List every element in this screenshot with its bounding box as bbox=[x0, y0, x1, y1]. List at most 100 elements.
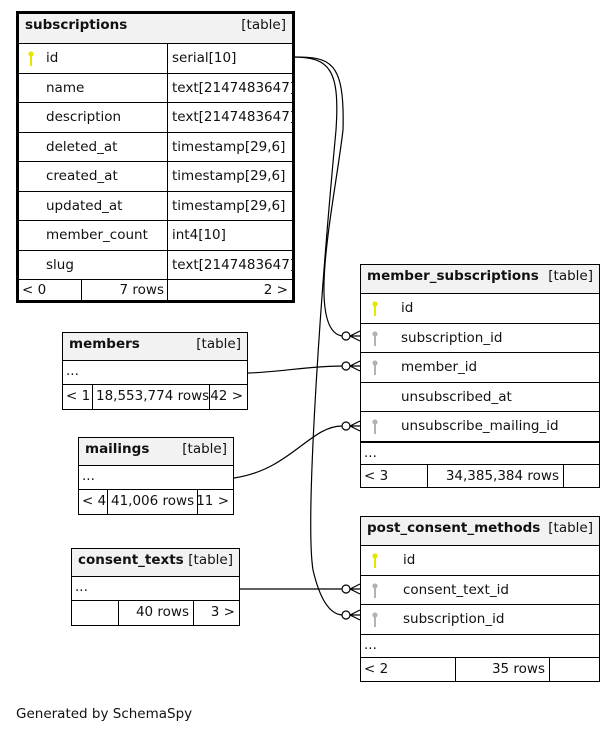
table-tag: [table] bbox=[241, 17, 286, 33]
row-count: 35 rows bbox=[491, 661, 545, 677]
ellipsis: ... bbox=[364, 445, 377, 461]
children-count[interactable]: 3 > bbox=[210, 604, 235, 620]
column-name: id bbox=[46, 50, 59, 66]
column-type: text[2147483647] bbox=[172, 80, 296, 96]
table-name: post_consent_methods bbox=[367, 520, 541, 536]
column-type: text[2147483647] bbox=[172, 109, 296, 125]
column-row[interactable]: description text[2147483647] bbox=[19, 102, 296, 132]
column-type: serial[10] bbox=[172, 50, 237, 66]
parents-count[interactable]: < 0 bbox=[22, 282, 47, 298]
table-name: subscriptions bbox=[25, 17, 128, 33]
foreign-key-icon bbox=[372, 583, 378, 598]
column-type: timestamp[29,6] bbox=[172, 168, 286, 184]
table-footer: < 2 35 rows bbox=[361, 657, 599, 681]
column-name: consent_text_id bbox=[403, 582, 509, 598]
table-header: mailings [table] bbox=[79, 438, 233, 465]
column-name: name bbox=[46, 80, 85, 96]
table-header: member_subscriptions [table] bbox=[361, 265, 599, 293]
children-count[interactable]: 42 > bbox=[210, 388, 243, 404]
primary-key-icon bbox=[372, 553, 378, 568]
link-subscriptions-post-consent-methods bbox=[292, 56, 343, 616]
link-subscriptions-member-subscriptions bbox=[292, 56, 344, 337]
crowfoot-post-subscription-id bbox=[341, 609, 361, 621]
more-columns[interactable]: ... bbox=[361, 634, 599, 657]
parents-count[interactable]: < 4 bbox=[82, 493, 107, 509]
column-name: member_id bbox=[401, 359, 478, 375]
table-subscriptions[interactable]: subscriptions [table] id serial[10] name… bbox=[16, 11, 295, 303]
column-row[interactable]: id bbox=[361, 293, 599, 323]
children-count[interactable]: 11 > bbox=[196, 493, 229, 509]
column-row[interactable]: deleted_at timestamp[29,6] bbox=[19, 132, 292, 161]
crowfoot-unsubscribe-mailing-id bbox=[341, 420, 361, 432]
column-name: updated_at bbox=[46, 198, 123, 214]
table-footer: < 4 41,006 rows 11 > bbox=[79, 489, 233, 514]
row-count: 41,006 rows bbox=[111, 493, 195, 509]
more-columns[interactable]: ... bbox=[72, 576, 239, 600]
column-name: deleted_at bbox=[46, 139, 118, 155]
table-name: consent_texts bbox=[78, 552, 184, 568]
row-count: 7 rows bbox=[119, 282, 164, 298]
column-type: text[2147483647] bbox=[172, 257, 296, 273]
column-name: slug bbox=[46, 257, 74, 273]
ellipsis: ... bbox=[66, 363, 79, 379]
crowfoot-consent-text-id bbox=[341, 583, 361, 595]
column-type: timestamp[29,6] bbox=[172, 139, 286, 155]
column-row[interactable]: name text[2147483647] bbox=[19, 73, 296, 102]
table-footer: < 0 7 rows 2 > bbox=[19, 279, 292, 300]
parents-count[interactable]: < 1 bbox=[66, 388, 91, 404]
table-members[interactable]: members [table] ... < 1 18,553,774 rows … bbox=[62, 332, 248, 410]
foreign-key-icon bbox=[372, 360, 378, 375]
column-name: unsubscribed_at bbox=[401, 389, 512, 405]
column-row[interactable]: updated_at timestamp[29,6] bbox=[19, 191, 292, 220]
table-member-subscriptions[interactable]: member_subscriptions [table] id subscrip… bbox=[360, 264, 600, 488]
table-post-consent-methods[interactable]: post_consent_methods [table] id consent_… bbox=[360, 516, 600, 682]
foreign-key-icon bbox=[372, 612, 378, 627]
row-count: 18,553,774 rows bbox=[96, 388, 210, 404]
column-row[interactable]: member_id bbox=[361, 352, 599, 382]
foreign-key-icon bbox=[372, 331, 378, 346]
more-columns[interactable]: ... bbox=[361, 441, 599, 464]
table-name: mailings bbox=[85, 441, 150, 457]
table-tag: [table] bbox=[548, 520, 593, 536]
table-tag: [table] bbox=[196, 336, 241, 352]
column-row[interactable]: slug text[2147483647] bbox=[19, 250, 296, 279]
column-row[interactable]: subscription_id bbox=[361, 604, 599, 634]
row-count: 40 rows bbox=[135, 604, 189, 620]
table-header: consent_texts [table] bbox=[72, 549, 239, 576]
column-type: timestamp[29,6] bbox=[172, 198, 286, 214]
primary-key-icon bbox=[372, 301, 378, 316]
table-tag: [table] bbox=[188, 552, 233, 568]
table-footer: < 3 34,385,384 rows bbox=[361, 464, 599, 487]
column-row[interactable]: subscription_id bbox=[361, 323, 599, 352]
parents-count[interactable]: < 2 bbox=[364, 661, 389, 677]
children-count[interactable]: 2 > bbox=[263, 282, 288, 298]
table-tag: [table] bbox=[548, 268, 593, 284]
ellipsis: ... bbox=[364, 637, 377, 653]
more-columns[interactable]: ... bbox=[63, 360, 247, 384]
link-mailings-member-subscriptions bbox=[233, 425, 343, 479]
column-name: subscription_id bbox=[401, 330, 503, 346]
column-row[interactable]: created_at timestamp[29,6] bbox=[19, 161, 292, 191]
table-consent-texts[interactable]: consent_texts [table] ... 40 rows 3 > bbox=[71, 548, 240, 626]
column-row[interactable]: id bbox=[361, 545, 599, 575]
column-row[interactable]: consent_text_id bbox=[361, 575, 599, 604]
foreign-key-icon bbox=[372, 419, 378, 434]
column-row[interactable]: member_count int4[10] bbox=[19, 220, 292, 250]
column-name: id bbox=[401, 300, 414, 316]
parents-count[interactable]: < 3 bbox=[364, 468, 389, 484]
column-name: unsubscribe_mailing_id bbox=[401, 418, 559, 434]
table-header: members [table] bbox=[63, 333, 247, 360]
more-columns[interactable]: ... bbox=[79, 465, 233, 489]
column-row[interactable]: unsubscribe_mailing_id bbox=[361, 411, 599, 441]
table-header: post_consent_methods [table] bbox=[361, 517, 599, 545]
table-tag: [table] bbox=[182, 441, 227, 457]
column-row[interactable]: unsubscribed_at bbox=[361, 382, 599, 411]
column-name: subscription_id bbox=[403, 611, 505, 627]
column-type: int4[10] bbox=[172, 227, 226, 243]
crowfoot-member-id bbox=[341, 360, 361, 372]
crowfoot-subscription-id bbox=[341, 330, 361, 342]
column-row[interactable]: id serial[10] bbox=[19, 43, 292, 73]
primary-key-icon bbox=[28, 51, 34, 66]
table-mailings[interactable]: mailings [table] ... < 4 41,006 rows 11 … bbox=[78, 437, 234, 515]
